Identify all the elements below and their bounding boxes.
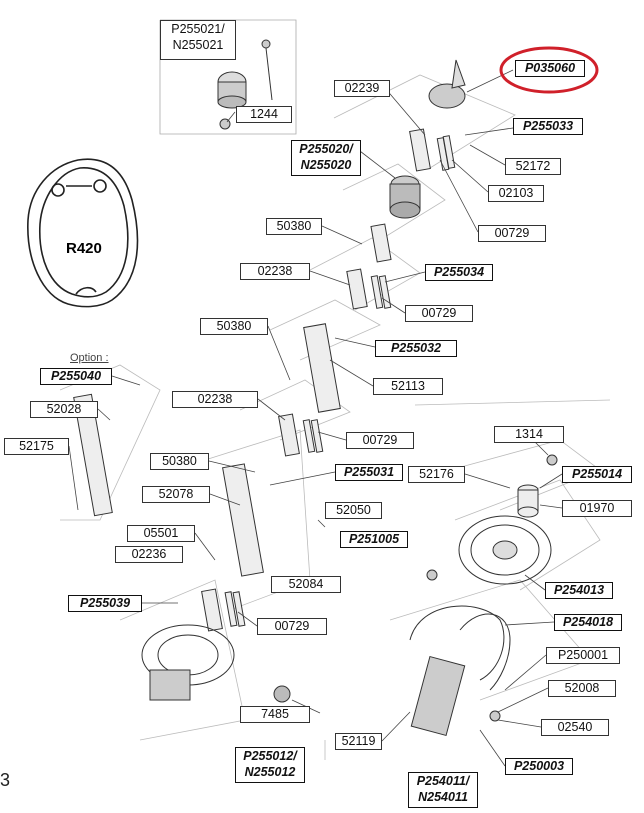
part-label-52050: 52050 (325, 502, 382, 519)
part-label-00729-b: 00729 (405, 305, 473, 322)
part-label-00729-c: 00729 (346, 432, 414, 449)
part-label-p255021-n255021: P255021/ N255021 (160, 20, 236, 60)
part-label-52078: 52078 (142, 486, 210, 503)
part-label-p250001: P250001 (546, 647, 620, 664)
part-label-02103: 02103 (488, 185, 544, 202)
part-label-50380-b: 50380 (200, 318, 268, 335)
part-label-00729-d: 00729 (257, 618, 327, 635)
part-label-p255020-n255020: P255020/ N255020 (291, 140, 361, 176)
part-label-52008: 52008 (548, 680, 616, 697)
part-label-52176: 52176 (408, 466, 465, 483)
part-label-p251005: P251005 (340, 531, 408, 548)
part-label-02238-a: 02238 (240, 263, 310, 280)
part-label-p255014: P255014 (562, 466, 632, 483)
part-label-p255034: P255034 (425, 264, 493, 281)
part-label-p255032: P255032 (375, 340, 457, 357)
part-label-02540: 02540 (541, 719, 609, 736)
part-label-1244: 1244 (236, 106, 292, 123)
part-label-52113: 52113 (373, 378, 443, 395)
part-label-02238-b: 02238 (172, 391, 258, 408)
part-label-p255012-n255012: P255012/ N255012 (235, 747, 305, 783)
part-label-52084: 52084 (271, 576, 341, 593)
part-label-p255033: P255033 (513, 118, 583, 135)
r420-profile-label: R420 (66, 240, 102, 257)
r420-profile-shape (27, 158, 139, 308)
part-label-p255040: P255040 (40, 368, 112, 385)
part-label-p255031: P255031 (335, 464, 403, 481)
part-label-02236: 02236 (115, 546, 183, 563)
part-label-p255039: P255039 (68, 595, 142, 612)
edge-mark: 3 (0, 770, 11, 790)
part-label-50380-c: 50380 (150, 453, 209, 470)
part-label-02239: 02239 (334, 80, 390, 97)
part-label-52172: 52172 (505, 158, 561, 175)
part-label-52028: 52028 (30, 401, 98, 418)
part-label-52119: 52119 (335, 733, 382, 750)
part-label-52175: 52175 (4, 438, 69, 455)
part-label-p254013: P254013 (545, 582, 613, 599)
part-label-01970: 01970 (562, 500, 632, 517)
highlight-ring (499, 46, 599, 94)
part-label-00729-a: 00729 (478, 225, 546, 242)
part-label-p035060: P035060 (515, 60, 585, 77)
part-label-50380-a: 50380 (266, 218, 322, 235)
part-label-p254011-n254011: P254011/ N254011 (408, 772, 478, 808)
part-label-05501: 05501 (127, 525, 195, 542)
part-label-1314: 1314 (494, 426, 564, 443)
option-caption: Option : (70, 352, 109, 364)
part-label-p250003: P250003 (505, 758, 573, 775)
part-label-7485: 7485 (240, 706, 310, 723)
part-label-p254018: P254018 (554, 614, 622, 631)
